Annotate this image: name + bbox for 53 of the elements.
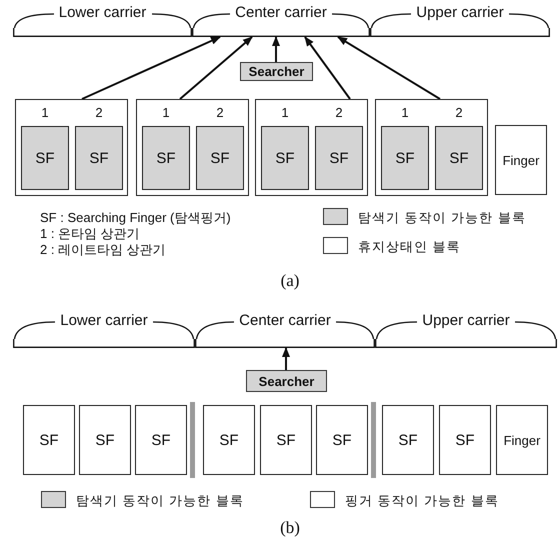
finger-block: SF [261, 126, 309, 190]
carrier-label: Lower carrier [60, 312, 148, 330]
finger-block: SF [196, 126, 244, 190]
arrow [337, 36, 441, 100]
carrier-label: Center carrier [239, 312, 331, 330]
finger-block: SF [315, 126, 363, 190]
note-text: SF : Searching Finger (탐색핑거) [40, 209, 231, 227]
panel-label: (b) [279, 518, 301, 538]
finger-block: SF [382, 405, 434, 475]
arrow [272, 36, 280, 62]
finger-block: SF [439, 405, 491, 475]
legend-text: 휴지상태인 블록 [358, 238, 461, 256]
correlator-group-box [15, 99, 128, 196]
legend-text: 탐색기 동작이 가능한 블록 [76, 492, 244, 510]
arrow [82, 36, 221, 100]
finger-block: SF [142, 126, 190, 190]
arrow [304, 36, 351, 100]
legend-text: 핑거 동작이 가능한 블록 [345, 492, 499, 510]
finger-block: SF [260, 405, 312, 475]
legend-text: 탐색기 동작이 가능한 블록 [358, 209, 526, 227]
carrier-label: Lower carrier [58, 4, 146, 22]
panel-label: (a) [280, 271, 300, 291]
finger-block: SF [75, 126, 123, 190]
carrier-label: Upper carrier [416, 4, 504, 22]
note-text: 1 : 온타임 상관기 [40, 225, 140, 243]
finger-block: SF [381, 126, 429, 190]
correlator-group-box [255, 99, 368, 196]
finger-block: Finger [495, 125, 547, 195]
correlator-number: 1 [41, 105, 49, 120]
finger-block: SF [435, 126, 483, 190]
searcher-box: Searcher [240, 62, 313, 81]
correlator-number: 1 [281, 105, 289, 120]
correlator-number: 2 [455, 105, 463, 120]
correlator-number: 2 [335, 105, 343, 120]
note-text: 2 : 레이트타임 상관기 [40, 241, 166, 259]
correlator-group-box [136, 99, 249, 196]
carrier-label: Center carrier [235, 4, 327, 22]
searcher-box: Searcher [246, 370, 327, 392]
correlator-group-box [375, 99, 488, 196]
carrier-label: Upper carrier [422, 312, 510, 330]
correlator-number: 2 [216, 105, 224, 120]
correlator-number: 1 [401, 105, 409, 120]
finger-block: SF [316, 405, 368, 475]
finger-block: Finger [496, 405, 548, 475]
arrow [282, 347, 290, 370]
finger-block: SF [23, 405, 75, 475]
finger-block: SF [135, 405, 187, 475]
finger-block: SF [203, 405, 255, 475]
correlator-number: 2 [95, 105, 103, 120]
finger-block: SF [21, 126, 69, 190]
arrow [179, 36, 253, 100]
correlator-number: 1 [162, 105, 170, 120]
finger-block: SF [79, 405, 131, 475]
